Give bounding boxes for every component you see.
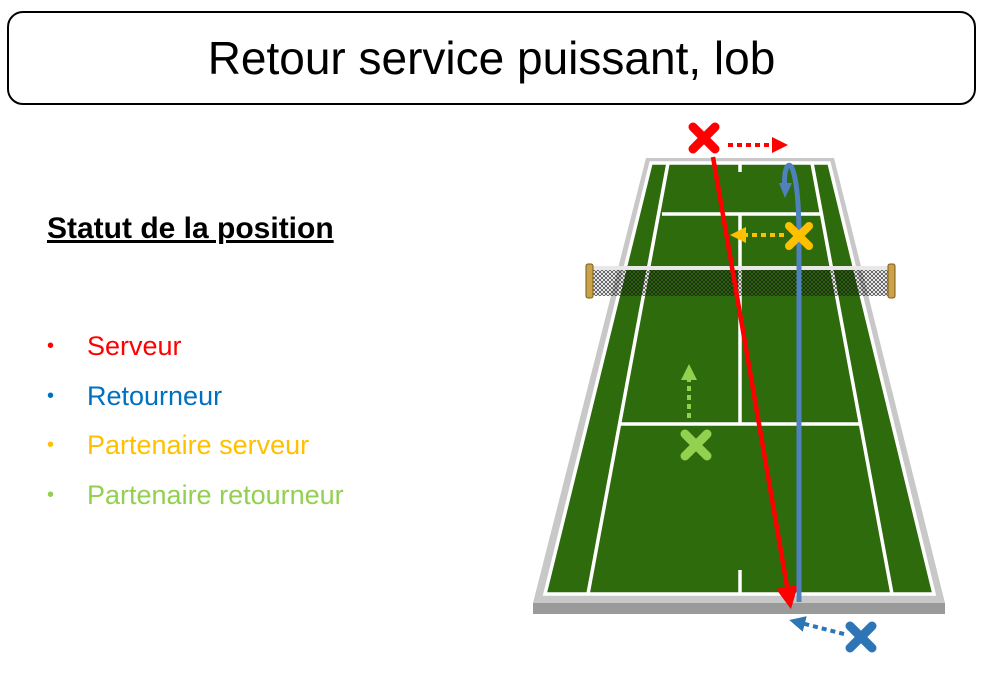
bullet-icon: • — [47, 335, 55, 358]
server-partner-marker — [785, 222, 813, 250]
receiver-marker — [845, 621, 877, 653]
return-lob-path — [782, 162, 802, 602]
receiver-move-arrow — [789, 616, 845, 636]
legend-label-retourneur: Retourneur — [87, 380, 223, 411]
status-heading: Statut de la position — [47, 212, 334, 245]
bullet-icon: • — [47, 434, 55, 457]
tennis-net — [585, 263, 896, 299]
legend-item-retourneur: • Retourneur — [47, 372, 344, 422]
bullet-icon: • — [47, 483, 55, 506]
serve-ball-path — [710, 156, 799, 610]
legend-item-partenaire-serveur: • Partenaire serveur — [47, 421, 344, 471]
server-marker — [688, 122, 720, 154]
legend-item-serveur: • Serveur — [47, 322, 344, 372]
court-lines — [542, 161, 937, 596]
legend-label-serveur: Serveur — [87, 331, 182, 362]
legend-item-partenaire-retourneur: • Partenaire retourneur — [47, 471, 344, 521]
legend-label-partenaire-retourneur: Partenaire retourneur — [87, 479, 344, 510]
legend: • Serveur • Retourneur • Partenaire serv… — [47, 322, 344, 520]
return-lob-arrowhead — [779, 183, 792, 198]
bullet-icon: • — [47, 384, 55, 407]
receiver-partner-marker — [680, 429, 712, 461]
diagram-title: Retour service puissant, lob — [207, 32, 776, 84]
legend-label-partenaire-serveur: Partenaire serveur — [87, 430, 310, 461]
title-box: Retour service puissant, lob — [7, 11, 976, 105]
